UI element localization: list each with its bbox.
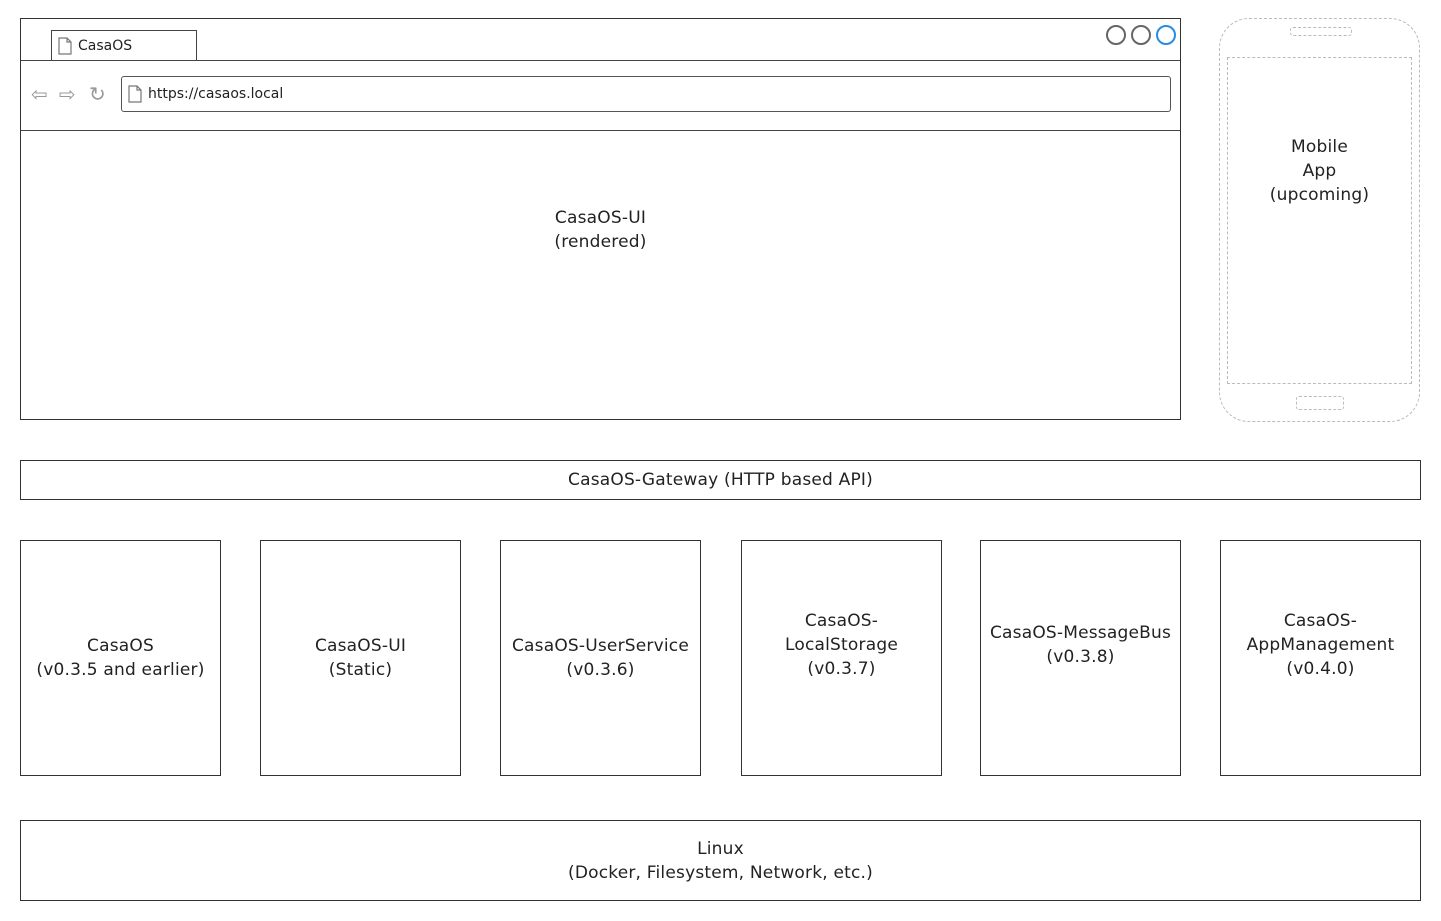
mobile-label-line-2: App bbox=[1302, 160, 1337, 181]
phone-speaker bbox=[1290, 27, 1352, 36]
linux-title: Linux bbox=[697, 838, 744, 859]
browser-window: CasaOS ⇦ ⇨ ↻ https://casaos.local CasaOS… bbox=[20, 18, 1181, 420]
service-version: (v0.3.8) bbox=[1046, 647, 1115, 667]
window-close-icon[interactable] bbox=[1156, 25, 1176, 45]
service-version: (v0.3.5 and earlier) bbox=[36, 660, 205, 680]
mobile-label-line-3: (upcoming) bbox=[1269, 184, 1370, 205]
gateway-box: CasaOS-Gateway (HTTP based API) bbox=[20, 460, 1421, 500]
service-version: (Static) bbox=[328, 660, 393, 680]
service-name-cont: LocalStorage bbox=[785, 635, 898, 655]
service-name: CasaOS-MessageBus bbox=[989, 623, 1172, 643]
mobile-label-line-1: Mobile bbox=[1291, 136, 1348, 157]
window-maximize-icon[interactable] bbox=[1131, 25, 1151, 45]
service-name: CasaOS-UI bbox=[314, 636, 407, 656]
page-icon bbox=[128, 85, 142, 103]
service-version: (v0.3.7) bbox=[807, 659, 876, 679]
service-name-cont: AppManagement bbox=[1246, 635, 1395, 655]
phone-screen: Mobile App (upcoming) bbox=[1227, 57, 1412, 384]
linux-box: Linux (Docker, Filesystem, Network, etc.… bbox=[20, 820, 1421, 901]
mobile-app-label: Mobile App (upcoming) bbox=[1270, 135, 1369, 207]
phone-home-button bbox=[1296, 396, 1344, 410]
tab-divider bbox=[21, 60, 1180, 61]
service-box-messagebus: CasaOS-MessageBus (v0.3.8) bbox=[980, 540, 1181, 776]
forward-arrow-icon[interactable]: ⇨ bbox=[59, 82, 76, 106]
reload-icon[interactable]: ↻ bbox=[89, 82, 106, 106]
browser-content-label: CasaOS-UI (rendered) bbox=[554, 206, 646, 254]
service-version: (v0.4.0) bbox=[1286, 659, 1355, 679]
content-line-1: CasaOS-UI bbox=[554, 208, 647, 228]
content-line-2: (rendered) bbox=[554, 232, 647, 252]
service-box-appmanagement: CasaOS- AppManagement (v0.4.0) bbox=[1220, 540, 1421, 776]
browser-viewport: CasaOS-UI (rendered) bbox=[21, 131, 1180, 419]
service-name: CasaOS- bbox=[804, 611, 879, 631]
service-name: CasaOS- bbox=[1283, 611, 1358, 631]
tab-label: CasaOS bbox=[78, 38, 133, 54]
toolbar-divider bbox=[21, 130, 1180, 131]
url-text: https://casaos.local bbox=[148, 86, 284, 102]
document-icon bbox=[58, 37, 72, 55]
service-box-userservice: CasaOS-UserService (v0.3.6) bbox=[500, 540, 701, 776]
linux-subtitle: (Docker, Filesystem, Network, etc.) bbox=[568, 862, 873, 883]
service-box-localstorage: CasaOS- LocalStorage (v0.3.7) bbox=[741, 540, 942, 776]
gateway-label: CasaOS-Gateway (HTTP based API) bbox=[568, 470, 873, 490]
service-box-casaos: CasaOS (v0.3.5 and earlier) bbox=[20, 540, 221, 776]
window-minimize-icon[interactable] bbox=[1106, 25, 1126, 45]
service-version: (v0.3.6) bbox=[566, 660, 635, 680]
browser-tab[interactable]: CasaOS bbox=[51, 30, 197, 61]
service-box-casaos-ui: CasaOS-UI (Static) bbox=[260, 540, 461, 776]
service-name: CasaOS bbox=[87, 636, 154, 656]
url-bar[interactable]: https://casaos.local bbox=[121, 76, 1171, 112]
back-arrow-icon[interactable]: ⇦ bbox=[31, 82, 48, 106]
mobile-device: Mobile App (upcoming) bbox=[1219, 18, 1420, 422]
service-name: CasaOS-UserService bbox=[511, 636, 690, 656]
